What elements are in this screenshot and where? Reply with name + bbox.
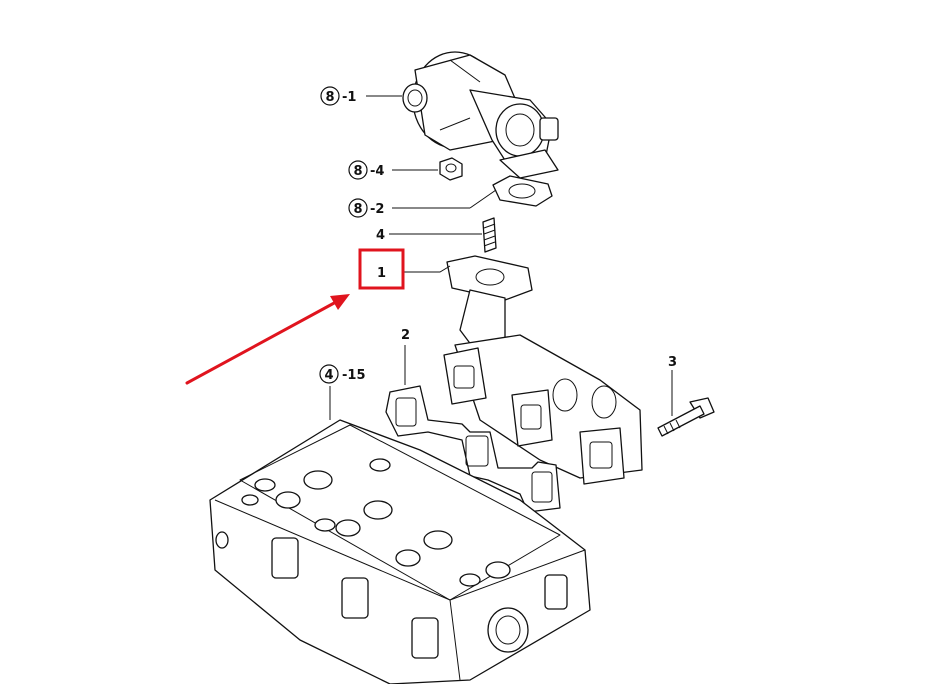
callout-8-2: 8 -2 — [348, 198, 384, 218]
callout-number: 4 — [376, 228, 385, 243]
callout-suffix: -2 — [370, 202, 384, 217]
stud-bolt-drawing — [482, 217, 497, 253]
callout-8-1: 8 -1 — [320, 86, 356, 106]
callout-suffix: -4 — [370, 164, 384, 179]
exhaust-manifold-drawing — [443, 255, 643, 485]
manifold-gasket-drawing — [385, 385, 561, 513]
callout-number: 2 — [401, 328, 410, 343]
callout-circle-number: 8 — [353, 202, 362, 217]
callout-suffix: -1 — [342, 90, 356, 105]
callout-circle — [319, 364, 339, 384]
callout-circle-number: 8 — [353, 164, 362, 179]
callout-8-4: 8 -4 — [348, 160, 384, 180]
callout-3: 3 — [668, 355, 677, 370]
bolt-drawing — [657, 397, 715, 437]
turbocharger-drawing — [402, 51, 559, 179]
callout-circle — [320, 86, 340, 106]
cylinder-head-drawing — [209, 419, 591, 684]
red-pointer-arrow — [185, 294, 350, 385]
callout-circle — [348, 160, 368, 180]
callout-circle-number: 8 — [325, 90, 334, 105]
callout-circle-number: 4 — [324, 368, 333, 383]
callout-4-15: 4 -15 — [319, 364, 366, 384]
callout-2: 2 — [401, 328, 410, 343]
callout-circle — [348, 198, 368, 218]
callout-number: 1 — [377, 266, 386, 281]
leader-lines — [329, 95, 673, 420]
turbo-gasket-drawing — [492, 175, 553, 207]
callout-1: 1 — [358, 248, 405, 290]
highlight-box — [358, 248, 405, 290]
callout-suffix: -15 — [342, 368, 366, 383]
callout-number: 3 — [668, 355, 677, 370]
callout-4: 4 — [376, 228, 385, 243]
nut-drawing — [439, 157, 463, 181]
